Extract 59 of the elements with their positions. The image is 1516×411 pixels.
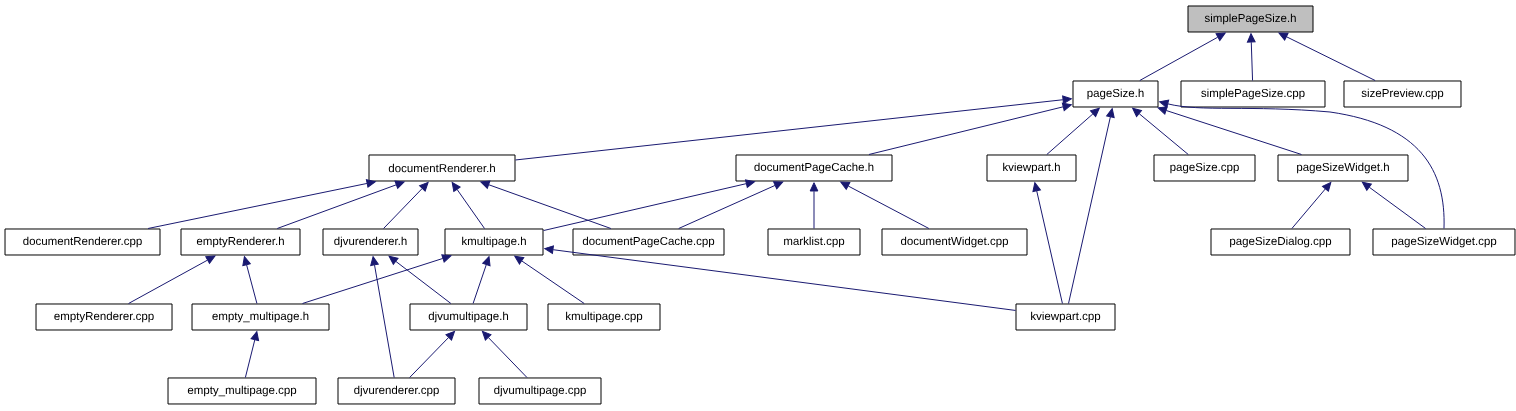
file-box: pageSizeWidget.h [1277, 154, 1409, 182]
file-box: sizePreview.cpp [1343, 80, 1462, 108]
file-box: djvumultipage.h [409, 303, 528, 331]
file-box: pageSize.h [1072, 80, 1159, 108]
arrow [383, 181, 429, 229]
arrow [1046, 107, 1100, 155]
arrow [472, 256, 491, 304]
file-box: kviewpart.cpp [1015, 303, 1116, 331]
arrow [1291, 181, 1332, 229]
arrow [1246, 33, 1256, 81]
arrow [1159, 99, 1445, 229]
file-box: kviewpart.h [986, 154, 1077, 182]
arrow [840, 181, 930, 229]
arrow [409, 330, 456, 378]
arrow [128, 255, 216, 304]
arrow [276, 180, 405, 229]
file-box: djvurenderer.h [322, 228, 419, 256]
arrow [1032, 182, 1063, 304]
arrow [1139, 32, 1226, 81]
file-box: kmultipage.h [444, 228, 544, 256]
arrow [515, 95, 1072, 161]
file-box: pageSize.cpp [1153, 154, 1256, 182]
arrow [543, 179, 755, 232]
arrow [809, 182, 819, 229]
file-box: pageSizeWidget.cpp [1372, 228, 1516, 256]
arrow [514, 255, 585, 304]
arrow [1068, 108, 1115, 304]
file-box: documentPageCache.h [735, 154, 893, 182]
arrow [868, 102, 1072, 155]
file-box: empty_multipage.h [191, 303, 330, 331]
file-box: djvurenderer.cpp [337, 377, 456, 405]
arrow [1278, 32, 1376, 81]
arrow [544, 245, 1016, 311]
file-box: documentWidget.cpp [881, 228, 1028, 256]
arrow [302, 254, 452, 304]
file-box: empty_multipage.cpp [167, 377, 317, 405]
file-box: marklist.cpp [767, 228, 861, 256]
arrow [244, 331, 260, 378]
file-box: simplePageSize.cpp [1180, 80, 1326, 108]
arrow [1157, 106, 1302, 155]
file-box: documentRenderer.cpp [4, 228, 161, 256]
arrow [1361, 181, 1427, 229]
file-box: simplePageSize.h [1187, 5, 1314, 33]
arrow [242, 256, 258, 304]
arrow [147, 179, 376, 229]
arrow [370, 256, 395, 378]
file-box: emptyRenderer.h [180, 228, 301, 256]
file-box: kmultipage.cpp [547, 303, 661, 331]
arrow [481, 330, 528, 378]
arrow [388, 255, 452, 304]
file-box: emptyRenderer.cpp [35, 303, 173, 331]
arrow [451, 182, 486, 229]
arrow [1132, 107, 1189, 155]
arrow [678, 181, 784, 229]
file-box: pageSizeDialog.cpp [1210, 228, 1351, 256]
file-box: documentPageCache.cpp [572, 228, 725, 256]
arrow [480, 180, 612, 229]
file-box: documentRenderer.h [368, 154, 516, 182]
file-box: djvumultipage.cpp [478, 377, 602, 405]
